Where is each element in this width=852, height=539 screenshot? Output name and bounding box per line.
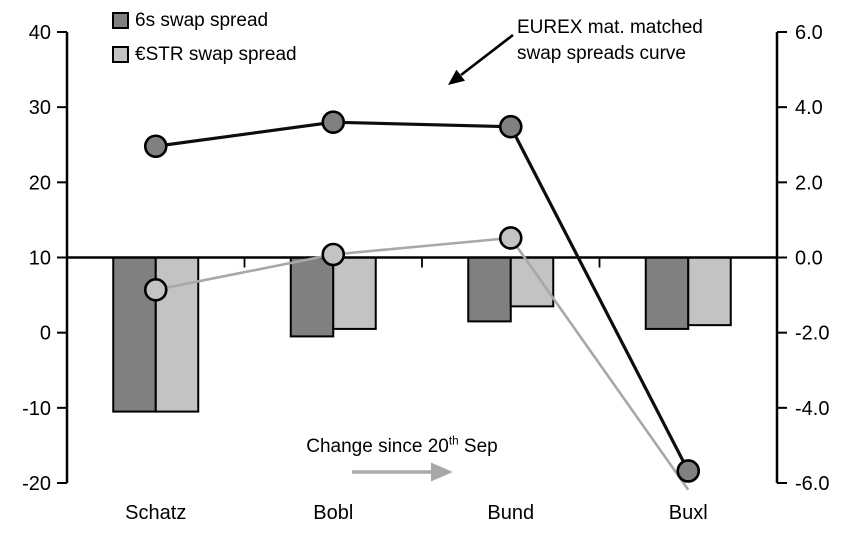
category-label-buxl: Buxl: [669, 502, 708, 524]
left-axis-tick-label: 40: [29, 22, 51, 44]
annotation-arrows-layer: [352, 33, 514, 482]
right-axis-tick-label: 6.0: [795, 22, 823, 44]
legend: 6s swap spread €STR swap spread: [112, 8, 297, 76]
data-point-marker: [321, 110, 346, 134]
data-point-marker: [143, 134, 168, 159]
series-line: [155, 236, 690, 491]
change-since-note: Change since 20th Sep: [272, 434, 532, 458]
change-note-arrowhead-icon: [431, 462, 453, 482]
bar-bobl-estr: [332, 256, 377, 330]
change-note-prefix: Change since 20: [306, 436, 449, 457]
legend-item-estr: €STR swap spread: [112, 42, 297, 67]
left-axis-tick-label: 30: [29, 97, 51, 119]
right-axis-tick-label: 2.0: [795, 172, 823, 194]
curve-annotation: EUREX mat. matched swap spreads curve: [517, 15, 703, 66]
left-axis-tick-label: -20: [22, 473, 51, 495]
legend-label-6s: 6s swap spread: [135, 10, 269, 31]
curve-annotation-line1: EUREX mat. matched: [517, 17, 703, 38]
legend-item-6s: 6s swap spread: [112, 8, 297, 33]
right-axis-tick-label: -2.0: [795, 323, 829, 345]
line-series-6s: [143, 110, 701, 483]
curve-annotation-arrowhead-icon: [448, 69, 465, 85]
curve-annotation-arrow: [460, 33, 514, 77]
data-point-marker: [143, 278, 168, 302]
right-axis-tick-label: 0.0: [795, 248, 823, 270]
bar-bund-estr: [509, 256, 555, 308]
left-axis-tick-label: -10: [22, 398, 51, 420]
curve-annotation-line2: swap spreads curve: [517, 42, 686, 64]
change-note-suffix: Sep: [458, 436, 498, 457]
series-line: [155, 120, 690, 472]
data-point-marker: [498, 226, 523, 250]
bar-bund-6s: [467, 256, 512, 323]
right-axis-tick-label: -4.0: [795, 398, 829, 420]
right-axis-tick-label: -6.0: [795, 473, 829, 495]
legend-label-estr: €STR swap spread: [135, 44, 297, 65]
category-label-bobl: Bobl: [313, 502, 353, 524]
data-point-marker: [676, 459, 701, 483]
left-axis-tick-label: 20: [29, 172, 51, 194]
legend-swatch-estr-icon: [112, 46, 129, 63]
legend-swatch-6s-icon: [112, 12, 129, 29]
line-series-estr: [143, 226, 690, 491]
bar-bobl-6s: [289, 256, 335, 338]
right-axis-tick-label: 4.0: [795, 97, 823, 119]
axes-layer: 403020100-10-206.04.02.00.0-2.0-4.0-6.0S…: [22, 22, 829, 524]
left-axis-tick-label: 10: [29, 248, 51, 270]
change-note-sup: th: [448, 434, 459, 448]
bar-buxl-estr: [687, 256, 732, 327]
data-point-marker: [321, 242, 346, 267]
category-label-schatz: Schatz: [125, 502, 186, 524]
bar-buxl-6s: [644, 256, 690, 330]
left-axis-tick-label: 0: [40, 323, 51, 345]
category-label-bund: Bund: [487, 502, 534, 524]
data-point-marker: [498, 114, 523, 139]
